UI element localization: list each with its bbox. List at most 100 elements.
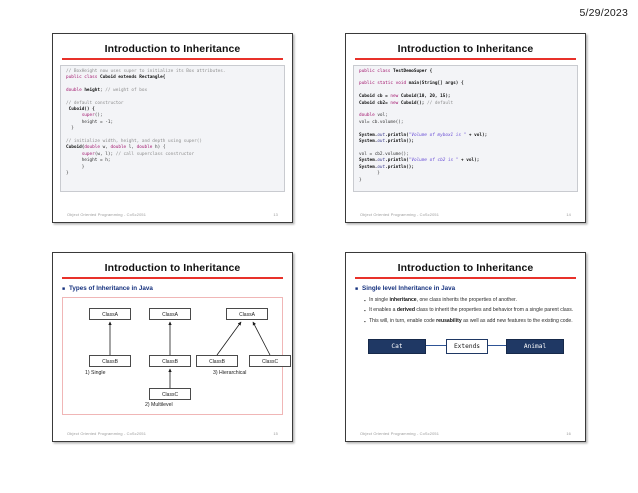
code-token: .println(); (385, 164, 414, 170)
code-token: TestDemoSuper { (393, 68, 433, 74)
code-token: .println(); (385, 139, 414, 145)
bullet-dot-icon: ■ (62, 285, 66, 292)
code-token: (); (94, 113, 103, 119)
title-underline (355, 58, 576, 60)
bullet-heading-text: Types of Inheritance in Java (69, 284, 153, 292)
code-line: height = h; (66, 158, 279, 164)
bullet-heading-text: Single level Inheritance in Java (362, 284, 456, 292)
diagram-node: ClassB (196, 354, 238, 367)
code-line: } (66, 165, 279, 171)
extends-diagram: Cat Extends Animal (362, 335, 569, 361)
code-line: double vol; (359, 113, 572, 119)
slide-13[interactable]: Introduction to Inheritance // BoxHeight… (52, 33, 293, 223)
code-token: out (377, 164, 386, 170)
slide-15[interactable]: Introduction to Inheritance ■ Types of I… (52, 252, 293, 442)
footer-page-number: 14 (566, 212, 571, 217)
code-line: height = -1; (66, 120, 279, 126)
code-line: Cuboid(double w, double l, double h) { (66, 145, 279, 151)
code-token: Cuboid cb2= (359, 100, 391, 106)
diagram-node: ClassB (89, 354, 131, 367)
code-token: "Volume of mybox1 is " (408, 132, 467, 138)
code-token: Cuboid() { (66, 107, 95, 113)
extends-box-label[interactable]: Extends (446, 338, 488, 354)
footer-page-number: 13 (273, 212, 278, 217)
code-token: System. (359, 158, 378, 164)
footer-page-number: 16 (566, 431, 571, 436)
code-token: "Volume of cb2 is " (408, 158, 459, 164)
extends-box-animal[interactable]: Animal (506, 338, 564, 354)
slide-body: ■ Types of Inheritance in Java (53, 284, 292, 293)
code-line: double height; // weight of box (66, 88, 279, 94)
diagram-caption: 2) Multilevel (145, 401, 173, 408)
code-token: out (377, 139, 386, 145)
bullet-dot-icon: ■ (355, 285, 359, 292)
code-line: public class TestDemoSuper { (359, 69, 572, 75)
extends-box-cat[interactable]: Cat (368, 338, 426, 354)
connector-left (424, 344, 446, 346)
diagram-arrows (108, 321, 271, 388)
code-token: h) { (154, 145, 166, 151)
code-token: height (84, 87, 101, 93)
slide-title: Introduction to Inheritance (104, 43, 241, 55)
bullet-dot-icon: ▪ (364, 308, 366, 314)
footer-course: Object Oriented Programming - CoSc2051 (67, 212, 147, 217)
code-token: vol= cb.volume(); (359, 119, 404, 125)
code-token: super (66, 113, 95, 119)
slide-footer: Object Oriented Programming - CoSc2051 1… (346, 212, 585, 217)
code-token: Cuboid cb = (359, 94, 391, 100)
code-token: double (136, 145, 155, 151)
code-token: System. (359, 139, 378, 145)
code-line: } (359, 171, 572, 177)
code-line: // default constructor (66, 101, 279, 107)
title-underline (62, 58, 283, 60)
code-token: Cuboid(10, 20, 15); (400, 94, 451, 100)
slide-title: Introduction to Inheritance (397, 262, 534, 274)
slide-body: ■ Single level Inheritance in Java ▪In s… (346, 284, 585, 326)
code-line: Cuboid cb = new Cuboid(10, 20, 15); (359, 94, 572, 100)
code-token: System. (359, 132, 378, 138)
code-line: System.out.println(); (359, 139, 572, 145)
slide-title: Introduction to Inheritance (104, 262, 241, 274)
list-item-text: In single inheritance, one class inherit… (369, 296, 517, 303)
code-token: public static void (359, 81, 409, 87)
slide-grid: Introduction to Inheritance // BoxHeight… (0, 33, 638, 442)
code-token: + vol); (458, 158, 480, 164)
code-token: } (66, 126, 74, 132)
title-underline (62, 277, 283, 279)
bullet-heading: ■ Single level Inheritance in Java (355, 285, 576, 293)
list-item: ▪In single inheritance, one class inheri… (364, 297, 576, 305)
code-line: Cuboid() { (66, 107, 279, 113)
code-line: // BoxHeight now uses super to initializ… (66, 69, 279, 75)
bullet-heading: ■ Types of Inheritance in Java (62, 285, 283, 293)
code-token: } (359, 171, 380, 177)
code-token: .println( (385, 158, 409, 164)
footer-course: Object Oriented Programming - CoSc2051 (360, 431, 440, 436)
code-token: Cuboid(); (400, 100, 428, 106)
slide-footer: Object Oriented Programming - CoSc2051 1… (53, 431, 292, 436)
slide-footer: Object Oriented Programming - CoSc2051 1… (53, 212, 292, 217)
code-token: super (66, 151, 95, 157)
code-token: out (377, 132, 386, 138)
list-item-text: This will, in turn, enable code reusabil… (369, 318, 573, 325)
footer-course: Object Oriented Programming - CoSc2051 (67, 431, 147, 436)
code-token: // BoxHeight now uses super to initializ… (66, 68, 226, 74)
bullet-dot-icon: ▪ (364, 319, 366, 325)
code-text: public class TestDemoSuper { public stat… (359, 69, 572, 184)
code-line: System.out.println("Volume of mybox1 is … (359, 133, 572, 139)
code-token: new (390, 100, 401, 106)
code-token: vol; (377, 113, 388, 119)
code-token: height = -1; (66, 119, 114, 125)
footer-course: Object Oriented Programming - CoSc2051 (360, 212, 440, 217)
code-token: new (390, 94, 401, 100)
code-token: out (377, 158, 386, 164)
code-token: } (359, 177, 362, 183)
slide-16[interactable]: Introduction to Inheritance ■ Single lev… (345, 252, 586, 442)
slide-14[interactable]: Introduction to Inheritance public class… (345, 33, 586, 223)
list-item-text: It enables a derived class to inherit th… (369, 307, 574, 314)
slide-row-top: Introduction to Inheritance // BoxHeight… (0, 33, 638, 223)
code-line: System.out.println(); (359, 165, 572, 171)
page-date: 5/29/2023 (579, 7, 628, 19)
code-token: main(String[] args) { (408, 81, 464, 87)
code-token: Cuboid extends Rectangle{ (100, 75, 166, 80)
